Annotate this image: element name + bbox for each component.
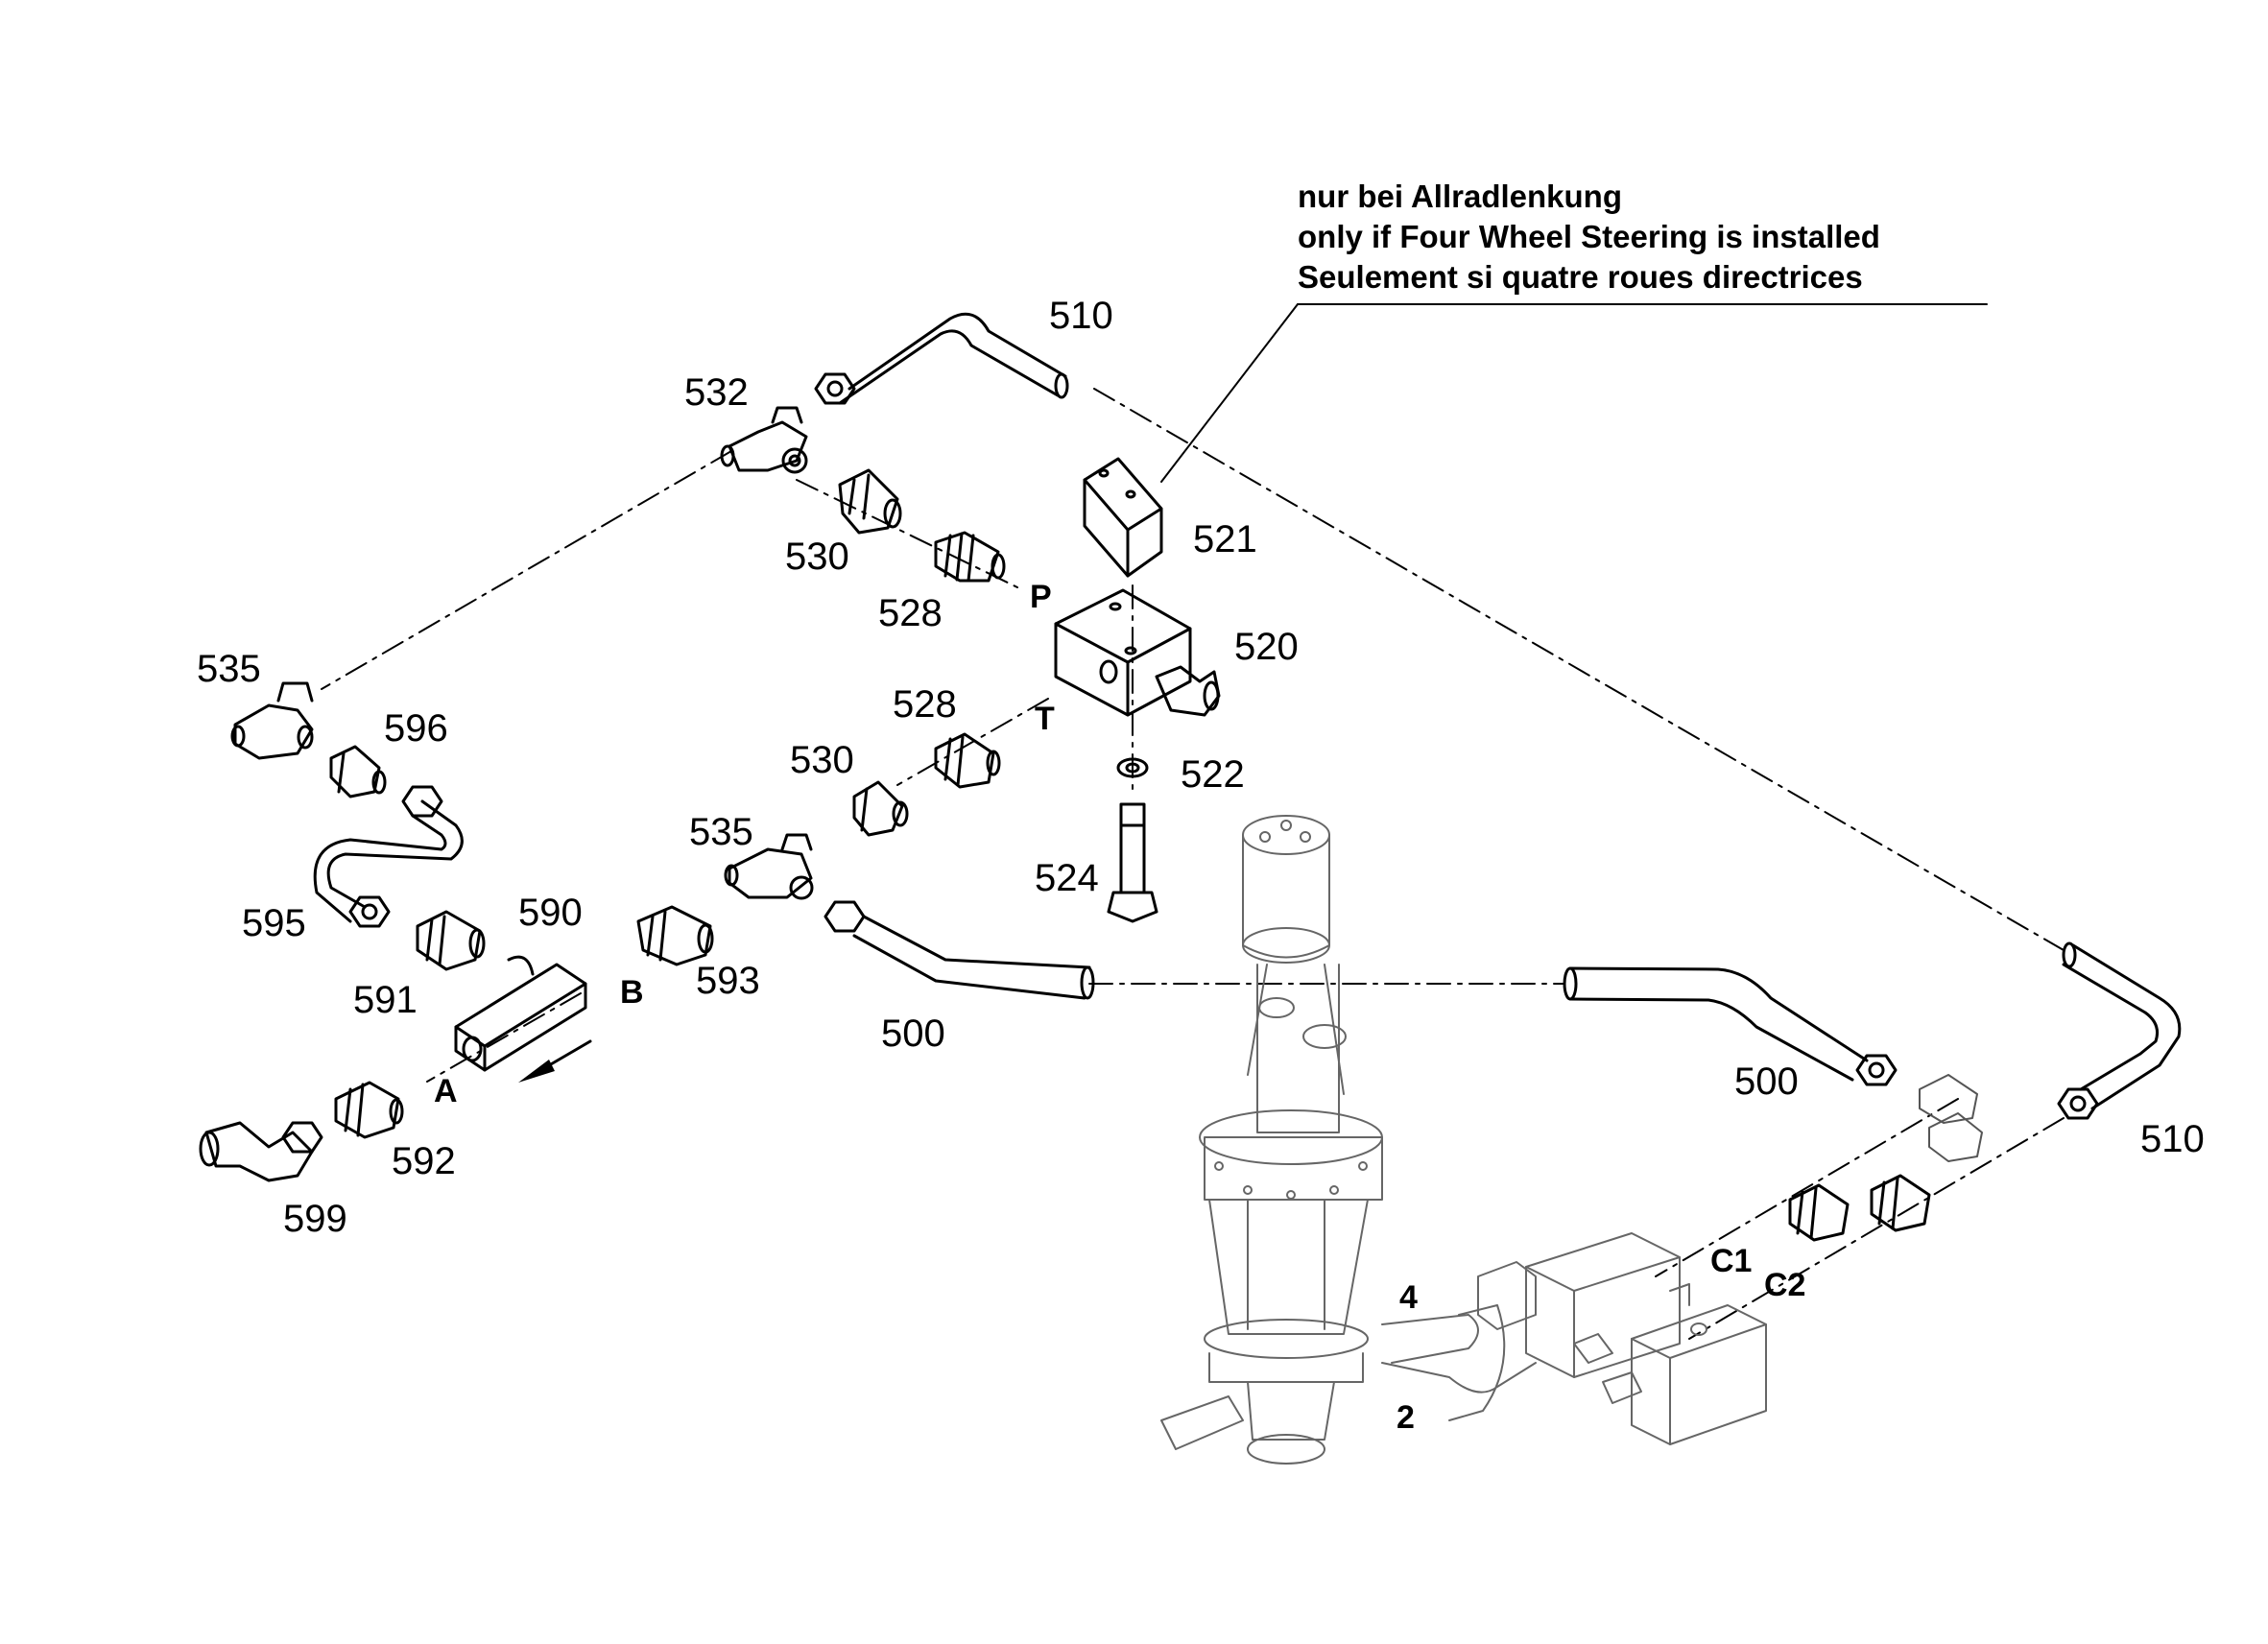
fittings-c1-c2-elbows	[1919, 1074, 1983, 1162]
callout-521: 521	[1193, 518, 1257, 560]
pipe-500-right	[1563, 966, 1898, 1086]
callout-500-left: 500	[881, 1013, 945, 1055]
port-p: P	[1030, 579, 1052, 615]
elbow-fitting-599	[199, 1121, 323, 1182]
tee-fitting-535-left	[230, 681, 314, 760]
fitting-c2	[1870, 1174, 1931, 1232]
callout-520: 520	[1234, 626, 1299, 668]
callout-592: 592	[392, 1140, 456, 1182]
callout-524: 524	[1035, 857, 1099, 899]
port-4: 4	[1399, 1279, 1418, 1316]
fitting-591	[416, 910, 486, 971]
callout-500-right: 500	[1734, 1060, 1799, 1103]
fitting-528-top	[934, 531, 1006, 583]
note-german: nur bei Allradlenkung	[1298, 179, 1622, 214]
callout-530-top: 530	[785, 536, 849, 578]
note-french: Seulement si quatre roues directrices	[1298, 259, 1863, 295]
block-521	[1083, 457, 1163, 578]
callout-530-mid: 530	[790, 739, 854, 781]
port-a: A	[434, 1073, 458, 1109]
fitting-530-top	[838, 468, 902, 535]
bent-pipe-595	[313, 785, 464, 928]
bolt-524	[1107, 802, 1158, 923]
note-leader	[1160, 303, 1299, 483]
callout-591: 591	[353, 979, 418, 1021]
port-labels: P T B A 4 2 C1 C2	[434, 579, 1805, 1436]
callout-535-mid: 535	[689, 811, 753, 853]
callout-labels: 510 532 521 530 528 520 535 596 528 530 …	[197, 295, 2205, 1240]
fitting-592	[334, 1081, 404, 1139]
callout-535-left: 535	[197, 648, 261, 690]
pipe-510-top	[814, 312, 1069, 405]
pipe-500-left	[824, 900, 1095, 1000]
fitting-596	[329, 745, 387, 798]
tee-fitting-535-mid	[724, 833, 814, 900]
check-valve-590	[454, 955, 587, 1072]
washer-522	[1116, 757, 1149, 778]
callout-595: 595	[242, 902, 306, 944]
callout-593: 593	[696, 960, 760, 1002]
tee-fitting-532	[720, 406, 808, 474]
note-english: only if Four Wheel Steering is installed	[1298, 219, 1880, 254]
callout-599: 599	[283, 1198, 347, 1240]
flow-lines	[321, 388, 2065, 1340]
valve-block-520	[1054, 588, 1221, 717]
port-c2: C2	[1764, 1267, 1805, 1303]
callout-528-top: 528	[878, 592, 943, 634]
callout-532: 532	[684, 371, 749, 414]
callout-528-mid: 528	[893, 683, 957, 726]
port-c1: C1	[1710, 1243, 1752, 1279]
steering-unit	[1160, 815, 1767, 1465]
port-2: 2	[1397, 1399, 1415, 1436]
fitting-530-mid	[852, 780, 909, 837]
callout-590: 590	[518, 892, 583, 934]
callout-510-top: 510	[1049, 295, 1113, 337]
fitting-593	[636, 905, 714, 966]
port-b: B	[620, 974, 644, 1011]
callout-596: 596	[384, 707, 448, 750]
flow-arrow	[518, 1039, 592, 1083]
port-t: T	[1035, 701, 1055, 737]
fitting-c1	[1788, 1183, 1850, 1242]
callout-510-right: 510	[2140, 1118, 2205, 1160]
fitting-528-mid	[934, 732, 1001, 789]
pipe-510-right	[2057, 941, 2182, 1120]
callout-522: 522	[1181, 753, 1245, 796]
